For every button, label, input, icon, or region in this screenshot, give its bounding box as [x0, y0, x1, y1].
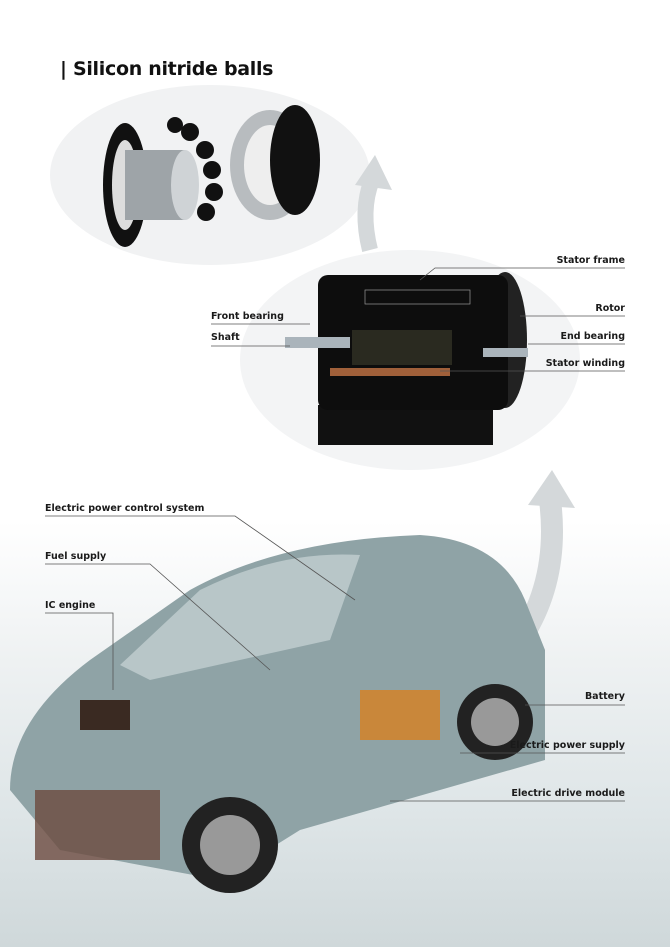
label-rotor: Rotor: [595, 303, 625, 314]
page-title: | Silicon nitride balls: [60, 58, 274, 80]
motor-image: [285, 272, 528, 445]
label-fuel-supply: Fuel supply: [45, 551, 107, 562]
label-electric-drive-module: Electric drive module: [511, 788, 625, 799]
label-shaft: Shaft: [211, 332, 240, 343]
label-electric-power-supply: Electric power supply: [509, 740, 625, 751]
label-battery: Battery: [584, 691, 625, 702]
car-image: [10, 535, 545, 893]
label-ic-engine: IC engine: [45, 600, 96, 611]
leader-lines: [45, 267, 625, 802]
bearing-image: [103, 105, 320, 247]
label-stator-frame: Stator frame: [556, 255, 625, 266]
arrow-up-upper: [357, 177, 380, 252]
label-end-bearing: End bearing: [560, 331, 625, 342]
label-electric-power-control-system: Electric power control system: [45, 503, 205, 514]
label-front-bearing: Front bearing: [211, 311, 284, 322]
label-stator-winding: Stator winding: [545, 358, 625, 369]
